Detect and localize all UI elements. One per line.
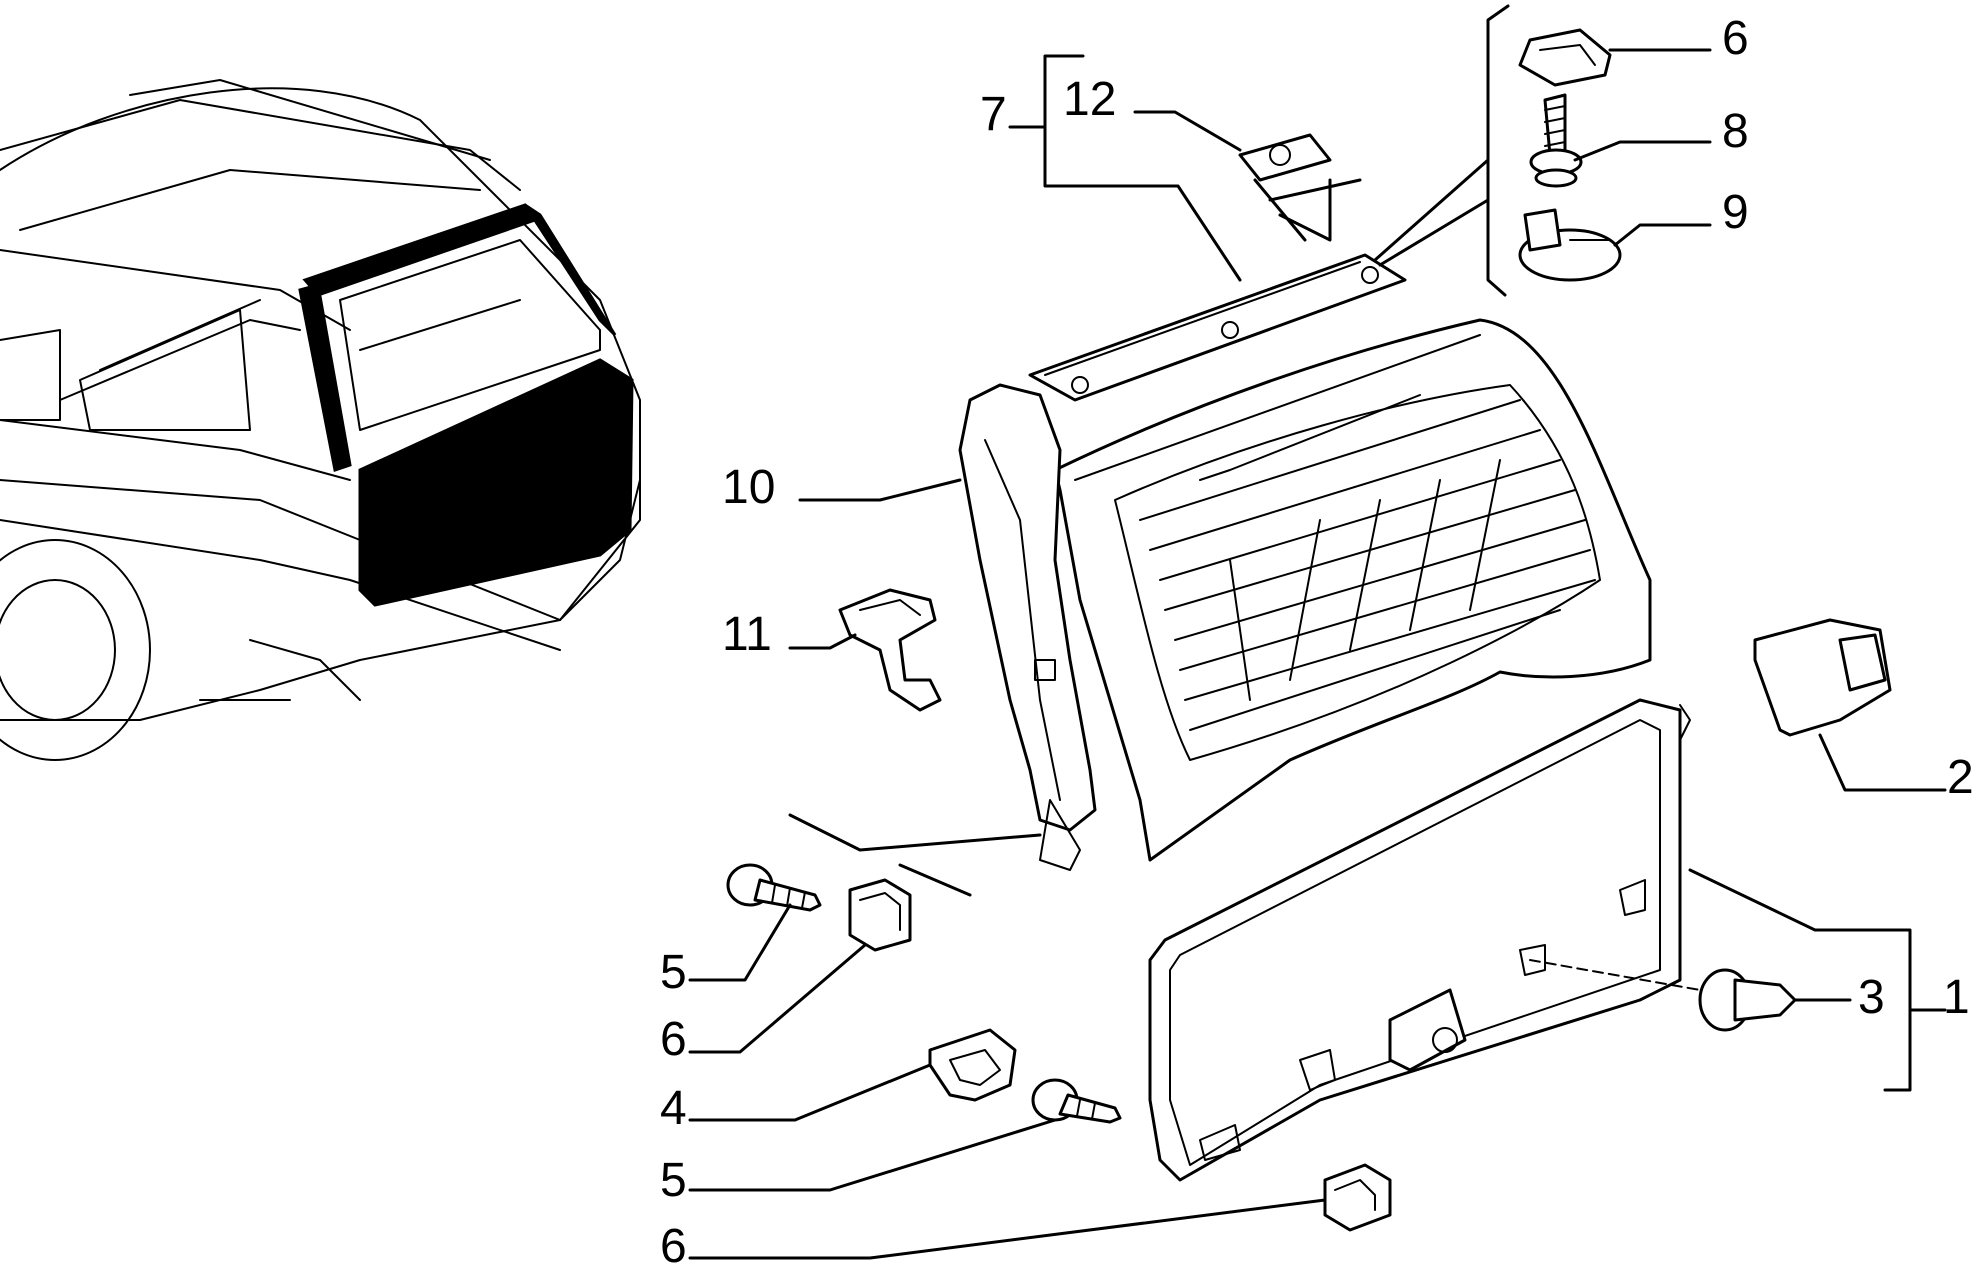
callout-6-bottom: 6 bbox=[660, 1220, 687, 1271]
callout-11: 11 bbox=[722, 608, 772, 661]
part-1-tailgate-trim-panel bbox=[1148, 698, 1691, 1182]
part-3-push-clip bbox=[1698, 968, 1797, 1032]
leader-lines bbox=[688, 4, 1947, 1260]
callout-1: 1 bbox=[1943, 971, 1970, 1024]
part-6-clip-middle bbox=[848, 878, 912, 952]
rear-window-glass bbox=[1053, 318, 1652, 862]
part-9-retainer bbox=[1518, 208, 1622, 282]
part-8-screw bbox=[1529, 93, 1583, 188]
callout-8: 8 bbox=[1722, 105, 1749, 158]
part-6-clip-bottom bbox=[1323, 1163, 1392, 1232]
callout-5-lower: 5 bbox=[660, 1154, 687, 1207]
part-5-screw-upper bbox=[726, 863, 822, 912]
callout-6-top: 6 bbox=[1722, 12, 1749, 65]
callout-5-upper: 5 bbox=[660, 946, 687, 999]
callout-4: 4 bbox=[660, 1082, 687, 1135]
callout-9: 9 bbox=[1722, 186, 1749, 239]
callout-2: 2 bbox=[1947, 751, 1972, 804]
callout-12: 12 bbox=[1063, 73, 1116, 126]
callout-7: 7 bbox=[980, 88, 1007, 141]
part-10-side-trim bbox=[958, 383, 1097, 871]
callout-labels: 6 8 9 7 12 10 11 2 1 3 5 6 4 5 6 bbox=[660, 12, 1972, 1271]
part-4-hook bbox=[928, 1028, 1017, 1102]
callout-3: 3 bbox=[1858, 971, 1885, 1024]
part-11-bracket bbox=[838, 588, 942, 712]
car-rear-view-illustration bbox=[0, 79, 641, 761]
part-2-cover bbox=[1753, 618, 1892, 737]
part-6-clip-top bbox=[1518, 28, 1612, 87]
part-7-upper-trim-strip bbox=[1028, 253, 1407, 402]
callout-6-middle: 6 bbox=[660, 1013, 687, 1066]
callout-10: 10 bbox=[722, 461, 775, 514]
part-12-clip-nut bbox=[1238, 133, 1332, 182]
part-5-screw-lower bbox=[1031, 1078, 1122, 1124]
